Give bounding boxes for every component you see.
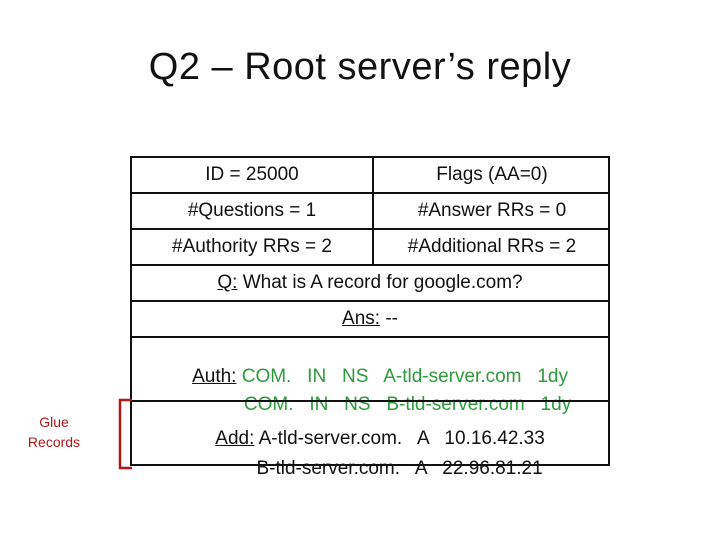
- header-row-3: #Authority RRs = 2 #Additional RRs = 2: [132, 236, 608, 264]
- authority-label: Auth:: [192, 366, 237, 387]
- flags-field: Flags (AA=0): [436, 164, 548, 185]
- additional-line-2: B-tld-server.com. A 22.96.81.21: [132, 436, 608, 502]
- additional-section: Add: A-tld-server.com. A 10.16.42.33: [132, 406, 608, 472]
- question-section: Q: What is A record for google.com?: [132, 272, 608, 294]
- header-divider: [372, 158, 374, 265]
- header-row-1: ID = 25000 Flags (AA=0): [132, 164, 608, 192]
- divider: [132, 192, 608, 194]
- additional-label: Add:: [215, 428, 255, 449]
- additional-record-1: A-tld-server.com. A 10.16.42.33: [254, 428, 545, 449]
- divider: [132, 400, 608, 402]
- header-row-2: #Questions = 1 #Answer RRs = 0: [132, 200, 608, 228]
- authority-rrs-field: #Authority RRs = 2: [172, 236, 332, 257]
- authority-line-2: COM. IN NS B-tld-server.com 1dy: [132, 372, 608, 438]
- authority-section: Auth: COM. IN NS A-tld-server.com 1dy: [132, 344, 608, 410]
- answer-text: --: [380, 308, 398, 329]
- question-label: Q:: [217, 272, 238, 293]
- questions-field: #Questions = 1: [187, 200, 317, 221]
- glue-label-line-2: Records: [27, 434, 81, 450]
- authority-record-1: COM. IN NS A-tld-server.com 1dy: [236, 366, 568, 387]
- answer-section: Ans: --: [132, 308, 608, 330]
- glue-records-label: Glue Records: [14, 412, 94, 452]
- slide-title: Q2 – Root server’s reply: [148, 46, 572, 88]
- divider: [132, 300, 608, 302]
- answer-label: Ans:: [342, 308, 381, 329]
- question-text: What is A record for google.com?: [237, 272, 523, 293]
- divider: [132, 336, 608, 338]
- id-field: ID = 25000: [205, 164, 299, 185]
- additional-rrs-field: #Additional RRs = 2: [407, 236, 577, 257]
- answer-rrs-field: #Answer RRs = 0: [417, 200, 567, 221]
- divider: [132, 264, 608, 266]
- divider: [132, 228, 608, 230]
- glue-label-line-1: Glue: [39, 414, 69, 430]
- glue-bracket-icon: [118, 398, 132, 470]
- dns-message-box: ID = 25000 Flags (AA=0) #Questions = 1 #…: [130, 156, 610, 479]
- authority-record-2: COM. IN NS B-tld-server.com 1dy: [243, 394, 572, 415]
- additional-record-2: B-tld-server.com. A 22.96.81.21: [256, 458, 543, 479]
